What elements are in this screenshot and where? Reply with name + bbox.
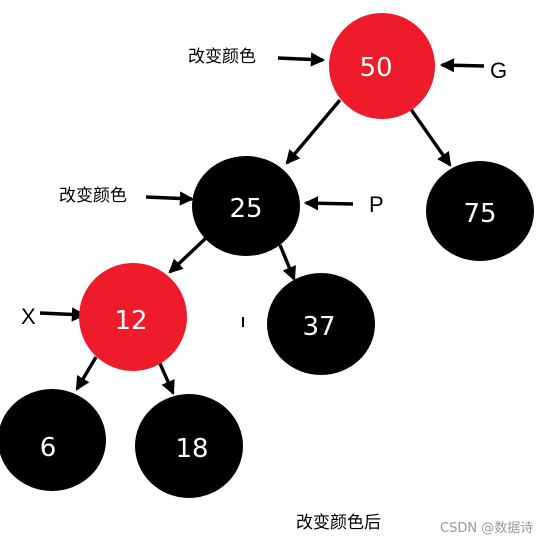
annotation-recolor-25: 改变颜色 <box>59 186 127 206</box>
edge-12-6 <box>75 356 98 391</box>
caption-after-recolor: 改变颜色后 <box>296 513 381 533</box>
node-18: 18 <box>135 394 243 498</box>
node-25: 25 <box>192 156 300 256</box>
stray-mark <box>242 317 244 327</box>
node-25-label: 25 <box>229 194 262 224</box>
tree-edges <box>75 98 452 395</box>
arrow-recolor-50 <box>277 52 326 67</box>
node-12-circle <box>79 263 187 371</box>
arrow-g <box>439 58 485 73</box>
node-25-circle <box>192 156 300 256</box>
node-12-label: 12 <box>114 306 147 336</box>
edge-12-18 <box>156 358 175 395</box>
edge-50-75 <box>408 107 452 167</box>
node-75-label: 75 <box>463 199 496 229</box>
node-12: 12 <box>79 263 187 371</box>
annotation-p: P <box>369 192 384 217</box>
node-75-circle <box>426 161 534 261</box>
node-37-label: 37 <box>302 312 335 342</box>
watermark: CSDN @数据诗 <box>440 521 533 536</box>
node-18-circle <box>135 394 243 498</box>
edge-50-25 <box>285 98 342 165</box>
arrow-p <box>303 196 354 211</box>
node-50: 50 <box>329 13 435 119</box>
edge-25-37 <box>278 244 296 281</box>
arrow-recolor-25 <box>145 191 195 206</box>
node-50-label: 50 <box>359 53 392 83</box>
node-50-circle <box>329 13 435 119</box>
annotation-arrows <box>39 52 485 322</box>
arrow-x <box>39 307 87 322</box>
annotation-g: G <box>490 58 507 83</box>
node-37: 37 <box>267 273 375 375</box>
annotation-labels: 改变颜色 G 改变颜色 P X <box>21 47 507 329</box>
annotation-x: X <box>21 304 36 329</box>
node-6: 6 <box>0 389 106 491</box>
tree-nodes: 50 25 75 12 37 6 18 <box>0 13 534 498</box>
edge-25-12 <box>168 236 208 274</box>
node-6-label: 6 <box>40 433 57 463</box>
node-37-circle <box>267 273 375 375</box>
node-75: 75 <box>426 161 534 261</box>
node-18-label: 18 <box>175 434 208 464</box>
node-6-circle <box>0 389 106 491</box>
annotation-recolor-50: 改变颜色 <box>188 47 256 67</box>
